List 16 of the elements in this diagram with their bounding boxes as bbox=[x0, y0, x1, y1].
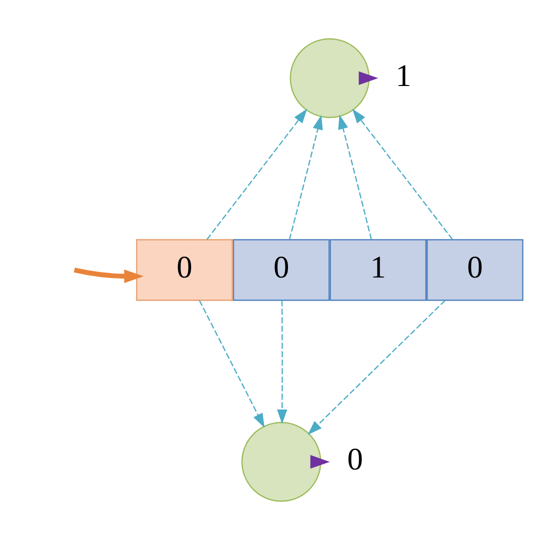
arrow bbox=[352, 108, 453, 240]
arrow bbox=[74, 267, 144, 283]
node-box: 0 bbox=[426, 238, 524, 300]
arrow bbox=[277, 300, 288, 424]
node-box: 0 bbox=[136, 238, 233, 300]
node-text: 0 bbox=[347, 440, 364, 476]
node-box: 0 bbox=[232, 238, 330, 300]
arrow bbox=[310, 454, 330, 468]
node-text: 1 bbox=[396, 57, 412, 92]
arrow bbox=[198, 300, 265, 428]
arrow bbox=[308, 299, 446, 434]
arrow bbox=[288, 114, 323, 240]
arrow bbox=[338, 114, 372, 240]
arrow bbox=[358, 70, 378, 84]
arrow bbox=[206, 108, 308, 240]
node-box: 1 bbox=[330, 238, 427, 300]
